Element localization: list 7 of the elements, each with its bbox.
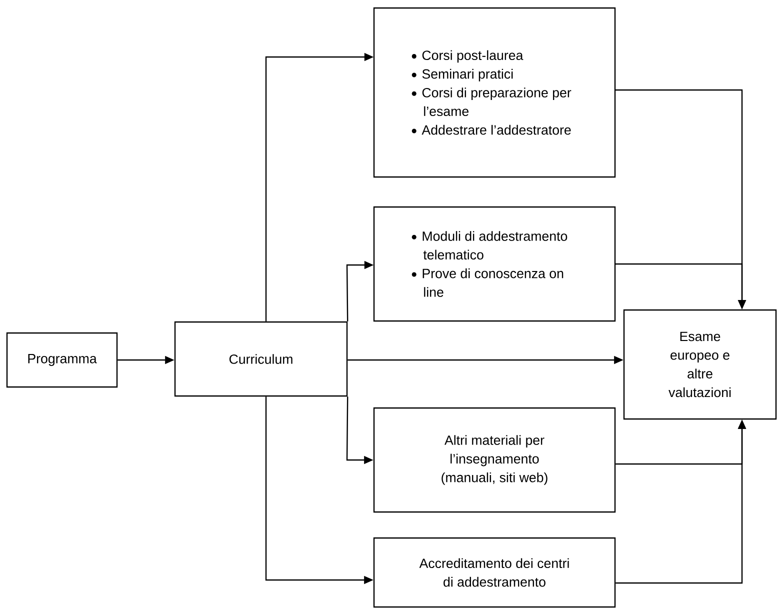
process-box: Programma (6, 332, 118, 388)
process-box: Altri materiali per l’insegnamento (manuali, siti web) (373, 407, 616, 513)
process-box: Corsi post-laurea Seminari pratici Corsi di preparazione per l’esame Addestrare l’addestratore (373, 7, 616, 178)
process-box: Esame europeo e altre valutazioni (623, 309, 777, 420)
process-box: Accreditamento dei centri di addestramento (373, 537, 616, 608)
process-box: Moduli di addestramento telematico Prove di conoscenza on line (373, 206, 616, 322)
process-box: Curriculum (174, 321, 348, 397)
